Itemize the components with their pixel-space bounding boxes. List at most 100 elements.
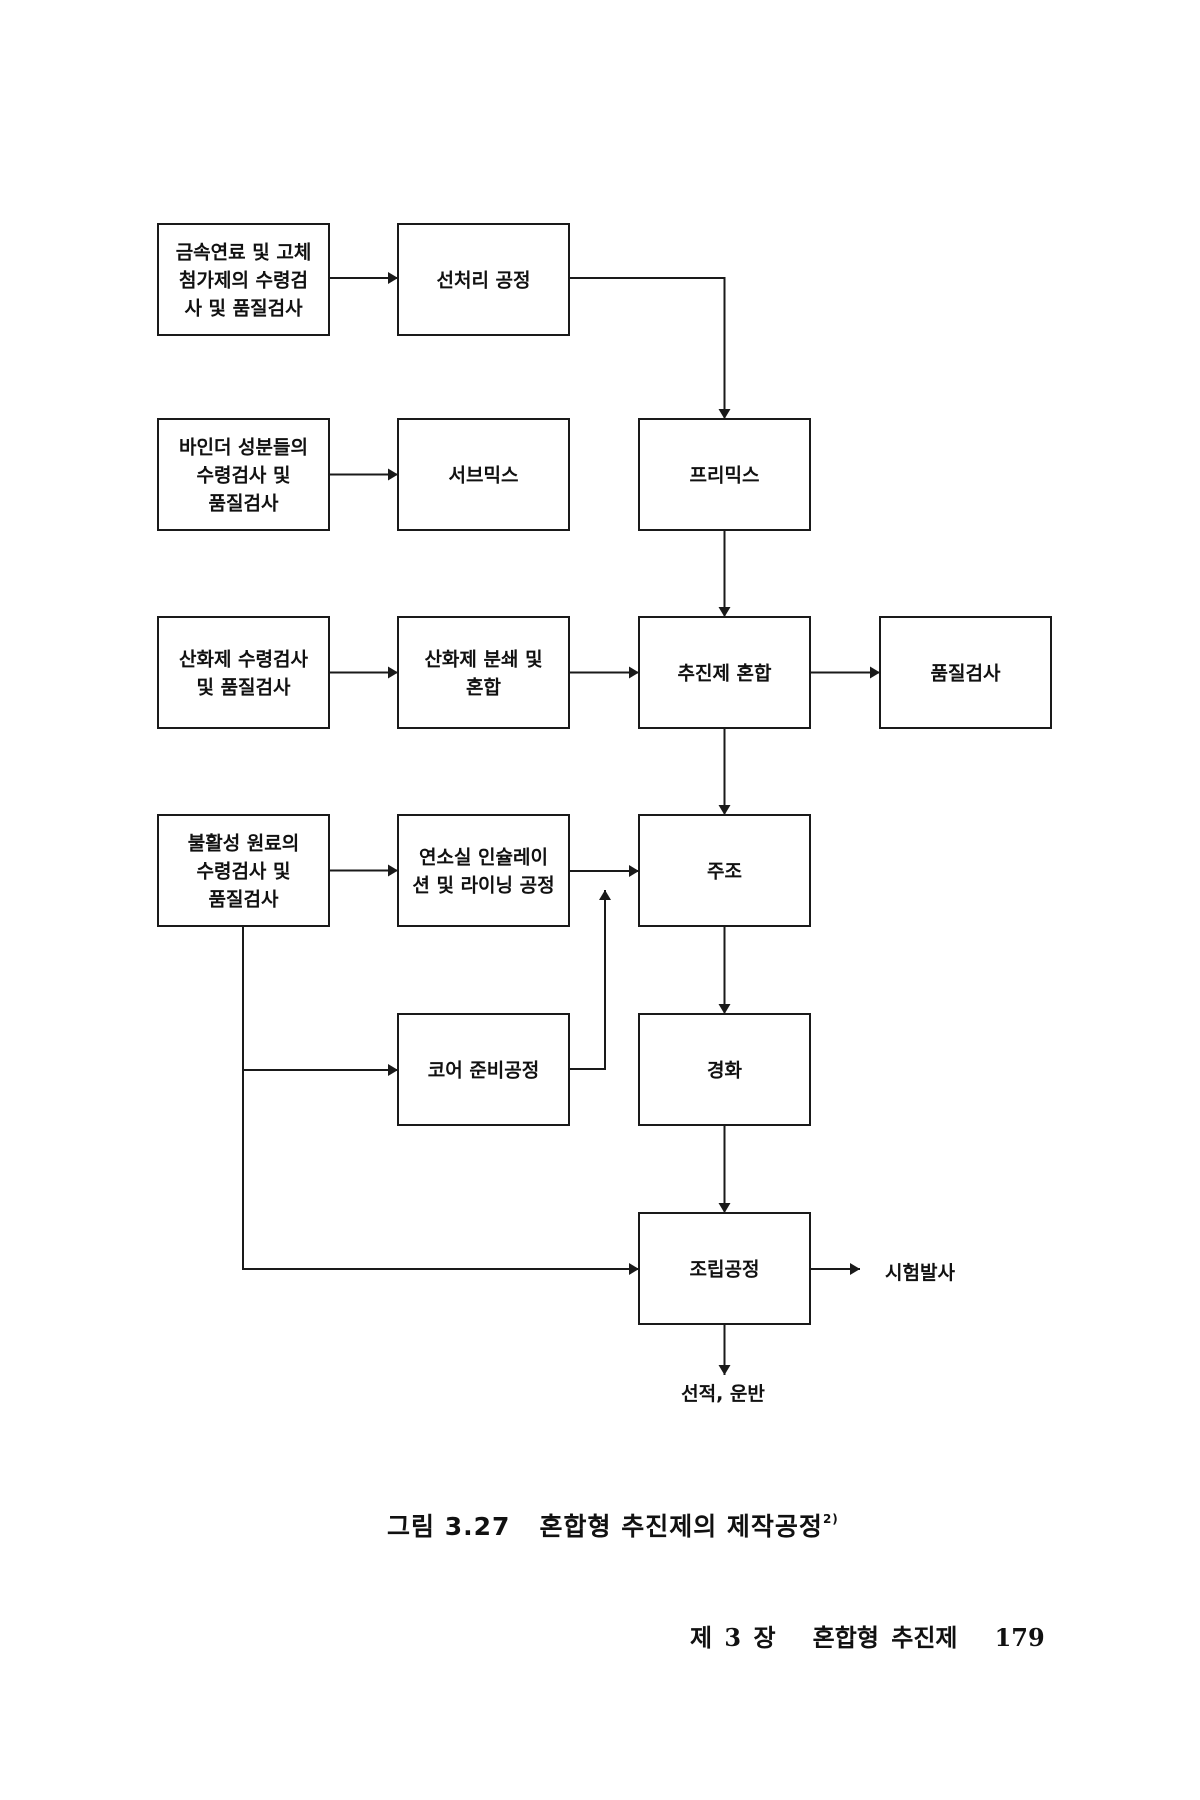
node-box [397,1013,570,1126]
node-label-line: 추진제 혼합 [677,662,772,685]
node-label-line: 불활성 원료의 [188,833,300,855]
arrowhead-icon [629,1263,639,1275]
node-box [638,616,811,729]
footnote-marker: 2) [822,1512,839,1526]
node-box [157,616,330,729]
node-label-line: 품질검사 [209,493,279,515]
node-box [638,814,811,927]
node-premix: 프리믹스 [638,418,811,531]
node-box [638,418,811,531]
node-label-line: 션 및 라이닝 공정 [412,875,554,897]
edge-oxidizer-inspection-to-oxidizer-grinding [329,666,398,679]
arrowhead-icon [718,1203,731,1213]
edge-core-preparation-to-casting [569,890,611,1070]
edge-binder-inspection-to-submix [329,468,398,481]
output-label-shipping: 선적, 운반 [681,1383,765,1405]
connector-line [569,277,726,419]
node-core-preparation: 코어 준비공정 [397,1013,570,1126]
edge-propellant-mixing-to-casting [718,728,731,815]
node-label-line: 선처리 공정 [436,270,530,292]
node-label-line: 조립공정 [690,1259,760,1281]
figure-number: 그림 3.27 [387,1512,511,1541]
node-pretreatment: 선처리 공정 [397,223,570,336]
connector-line [242,1070,639,1270]
chapter-label: 제 3 장 [690,1623,776,1652]
node-assembly: 조립공정 [638,1212,811,1325]
node-label-line: 사 및 품질검사 [184,298,303,320]
arrowhead-icon [718,409,731,419]
node-label-line: 서브믹스 [449,465,519,487]
figure-caption: 그림 3.27 혼합형 추진제의 제작공정2) [387,1507,839,1543]
edge-curing-to-assembly [718,1125,731,1213]
edge-casting-to-curing [718,926,731,1014]
node-box [397,814,570,927]
node-label-line: 주조 [707,861,742,883]
chapter-title: 혼합형 추진제 [812,1623,958,1652]
arrowhead-icon [629,666,639,679]
arrowhead-icon [718,1365,731,1375]
node-label-line: 코어 준비공정 [428,1060,540,1082]
connector-line [242,926,398,1071]
node-label-line: 바인더 성분들의 [179,437,308,459]
node-label-line: 혼합 [466,676,501,699]
arrowhead-icon [718,805,731,815]
edge-inert-material-inspection-to-assembly [242,1070,639,1275]
node-label-line: 프리믹스 [690,465,760,487]
output-label-test-firing: 시험발사 [885,1262,955,1284]
node-label-line: 금속연료 및 고체 [176,242,312,264]
node-box [879,616,1052,729]
node-quality-inspection: 품질검사 [879,616,1052,729]
edge-assembly-to-shipping [718,1324,731,1375]
node-label-line: 첨가제의 수령검 [179,270,308,292]
edge-inert-material-inspection-to-core-preparation [242,926,398,1076]
arrowhead-icon [388,1064,398,1076]
arrowhead-icon [388,864,398,877]
node-box [397,418,570,531]
arrowhead-icon [850,1263,860,1275]
arrowhead-icon [870,666,880,679]
page-number: 179 [994,1623,1045,1652]
arrowhead-icon [388,272,398,284]
edge-propellant-mixing-to-quality-inspection [810,666,880,679]
node-box [397,616,570,729]
arrowhead-icon [388,468,398,481]
node-box [157,223,330,336]
node-label-line: 연소실 인슐레이 [419,847,548,869]
arrowhead-icon [388,666,398,679]
edge-premix-to-propellant-mixing [718,530,731,617]
arrowhead-icon [718,607,731,617]
node-propellant-mixing: 추진제 혼합 [638,616,811,729]
node-oxidizer-grinding: 산화제 분쇄 및혼합 [397,616,570,729]
edge-oxidizer-grinding-to-propellant-mixing [569,666,639,679]
edge-inert-material-inspection-to-insulation-lining [329,864,398,877]
edge-pretreatment-to-premix [569,277,731,419]
node-submix: 서브믹스 [397,418,570,531]
node-label-line: 산화제 분쇄 및 [424,649,542,671]
arrowhead-icon [599,890,611,900]
node-box [638,1013,811,1126]
node-label-line: 품질검사 [931,663,1001,685]
node-box [397,223,570,336]
flow-connectors [242,272,880,1375]
node-label-line: 수령검사 및 [196,861,290,883]
node-label-line: 및 품질검사 [196,677,291,699]
node-label-line: 경화 [707,1060,742,1082]
node-curing: 경화 [638,1013,811,1126]
edge-metal-fuel-inspection-to-pretreatment [329,272,398,284]
page-footer: 제 3 장 혼합형 추진제 179 [690,1618,1045,1653]
arrowhead-icon [629,865,639,877]
edge-assembly-to-test-firing [810,1263,860,1275]
node-box [157,814,330,927]
node-box [638,1212,811,1325]
node-label-line: 품질검사 [209,889,279,911]
node-box [157,418,330,531]
figure-title: 혼합형 추진제의 제작공정 [539,1512,823,1541]
node-label-line: 수령검사 및 [196,465,290,487]
